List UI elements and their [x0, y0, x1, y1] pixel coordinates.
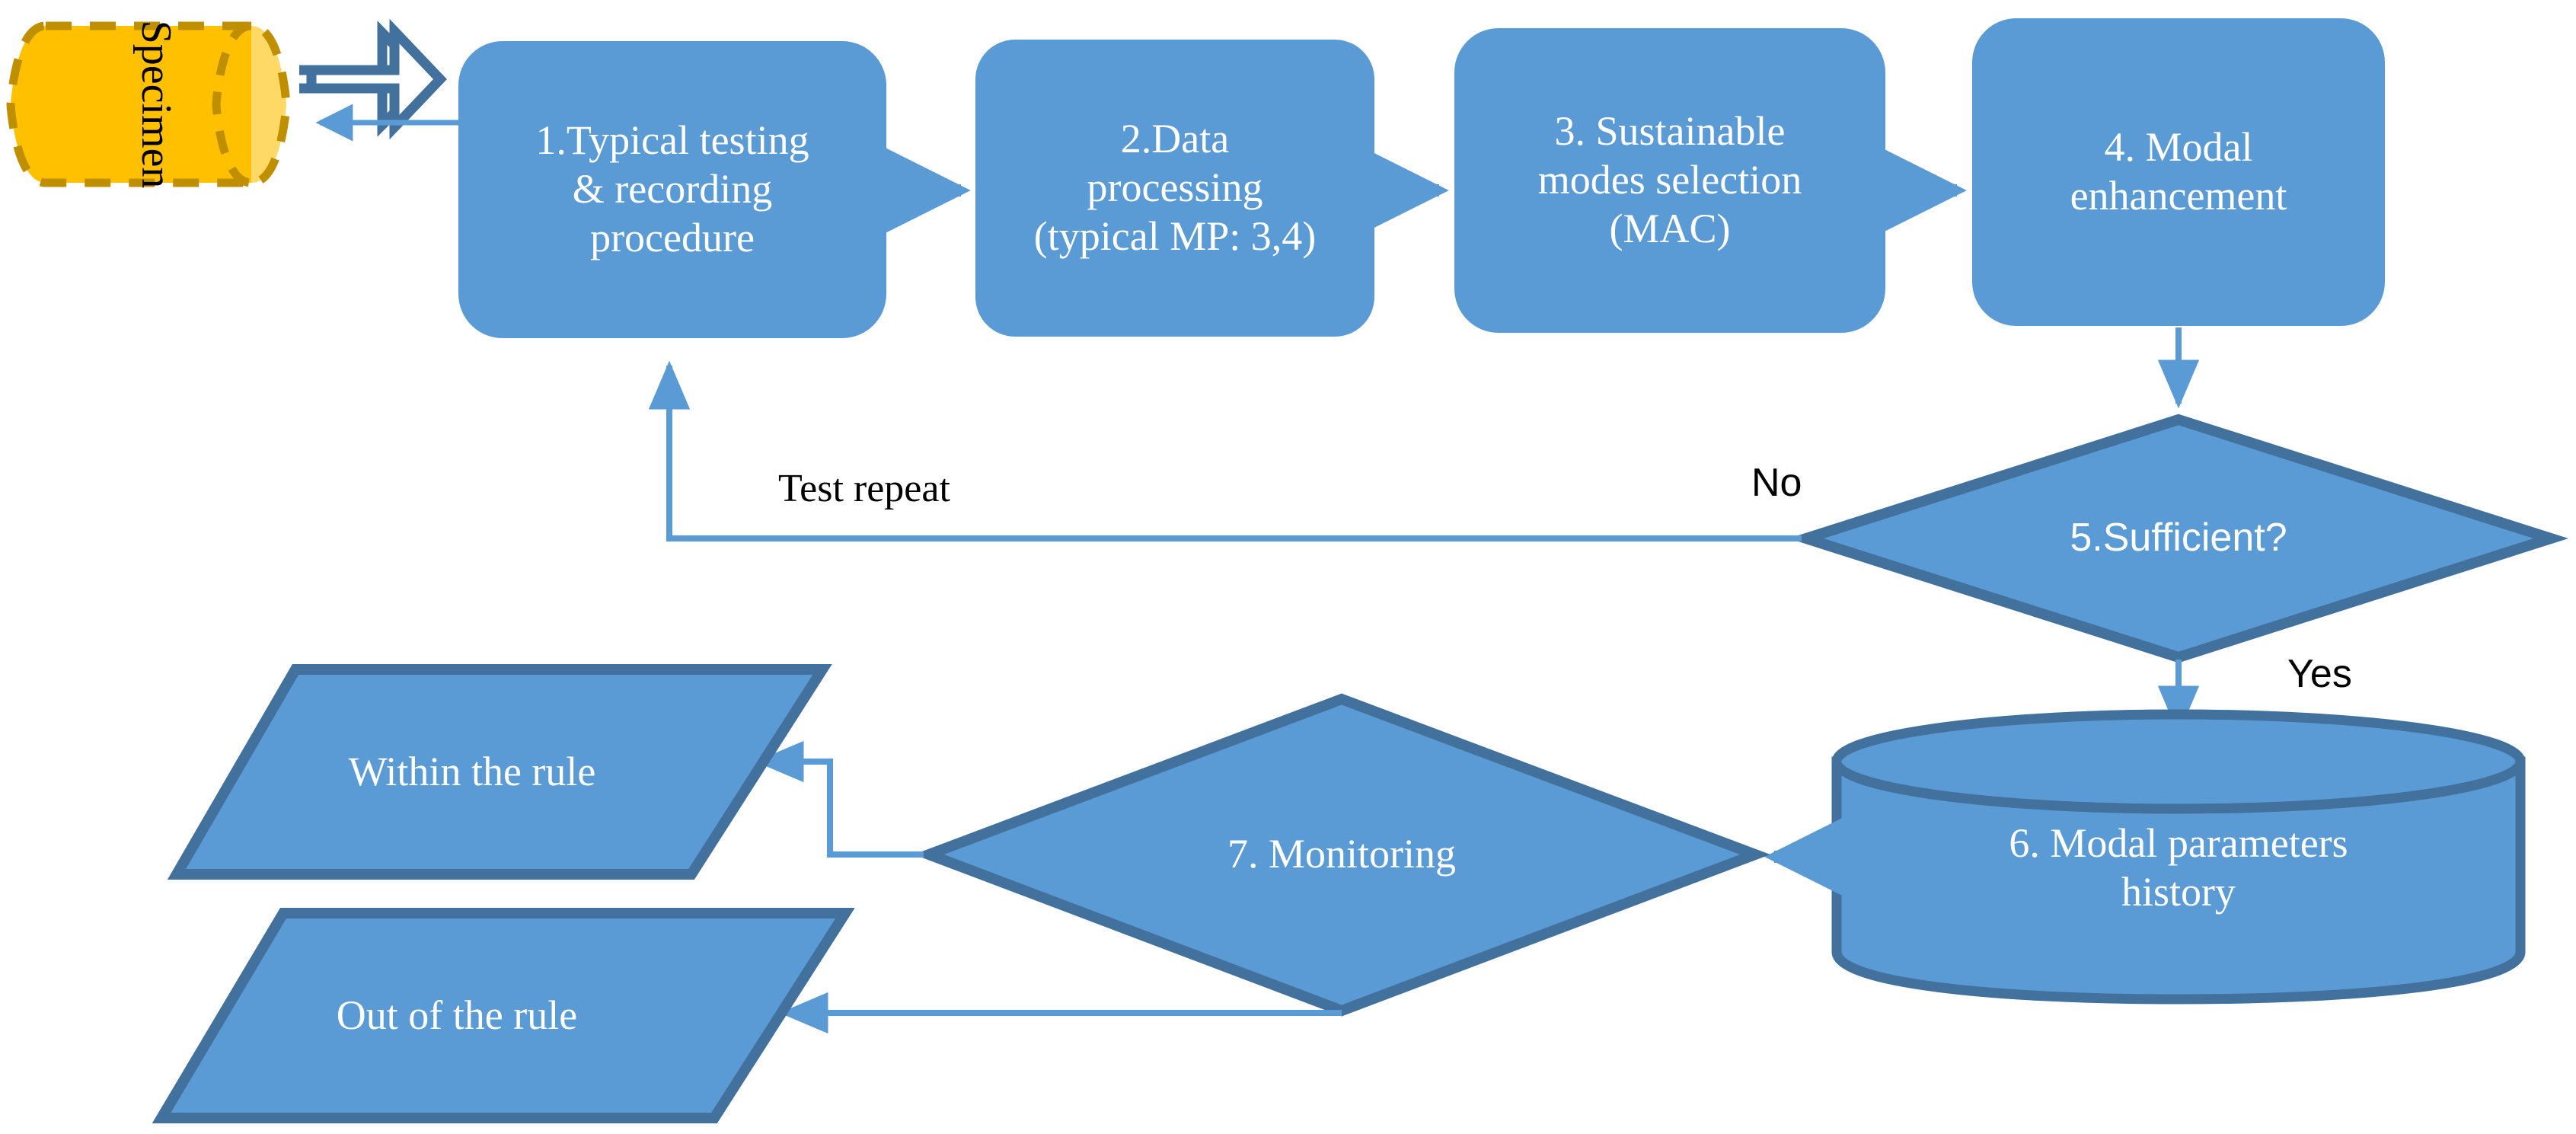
node-outof-shape[interactable] — [152, 908, 855, 1123]
node-step5-shape[interactable] — [1788, 414, 2569, 663]
node-step7-shape[interactable] — [914, 693, 1770, 1017]
block-arrow-specimen-to-step1 — [299, 18, 447, 140]
node-step3-shape[interactable] — [1454, 28, 1885, 333]
node-specimen[interactable] — [6, 21, 291, 187]
edge-label-no: No — [1751, 461, 1802, 505]
edge-step7-to-within — [755, 740, 924, 858]
node-step6-shape[interactable] — [1831, 709, 2526, 1005]
edge-no-to-step1 — [648, 360, 1802, 541]
edge-label-test-repeat: Test repeat — [778, 467, 950, 510]
node-specimen-label: Specimen — [132, 20, 180, 189]
node-step2-shape[interactable] — [975, 40, 1374, 337]
node-within-shape[interactable] — [167, 664, 832, 880]
node-step1-shape[interactable] — [458, 41, 886, 338]
node-step4-shape[interactable] — [1972, 18, 2385, 326]
edge-label-yes: Yes — [2287, 652, 2352, 696]
